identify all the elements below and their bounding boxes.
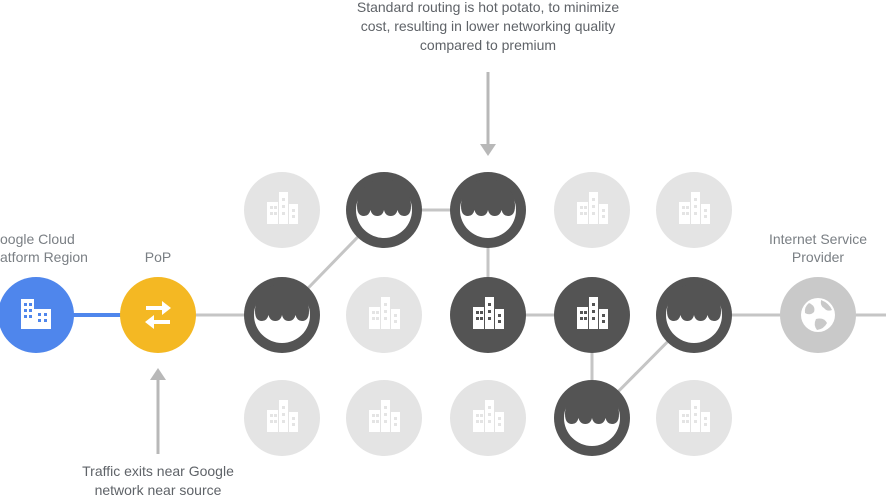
- isp-label-line1: Internet Service: [768, 231, 868, 247]
- building-icon: [21, 299, 51, 329]
- cloud-node: [450, 172, 526, 248]
- top-annotation-line1: Standard routing is hot potato, to minim…: [356, 0, 620, 15]
- inactive-node: [346, 277, 422, 353]
- active-building-node: [450, 277, 526, 353]
- bottom-annotation-line1: Traffic exits near Google: [82, 463, 234, 479]
- gcp-region-node: [0, 277, 74, 353]
- isp-node: [780, 277, 856, 353]
- bottom-annotation-line2: network near source: [94, 482, 222, 498]
- inactive-node: [244, 380, 320, 456]
- bottom-annotation: Traffic exits near Google network near s…: [40, 462, 276, 500]
- cloud-node: [554, 380, 630, 456]
- bottom-arrow: [150, 368, 166, 454]
- inactive-node: [554, 172, 630, 248]
- gcp-region-label: oogle Cloud atform Region: [0, 230, 88, 266]
- globe-icon: [801, 298, 835, 332]
- inactive-node: [346, 380, 422, 456]
- gcp-region-label-line2: atform Region: [0, 249, 88, 265]
- isp-label: Internet Service Provider: [748, 230, 886, 266]
- top-annotation-line2: cost, resulting in lower networking qual…: [360, 18, 616, 34]
- cloud-node: [656, 277, 732, 353]
- cloud-icon: [346, 172, 422, 248]
- pop-node: [120, 277, 196, 353]
- cloud-node: [346, 172, 422, 248]
- swap-arrows-icon: [145, 301, 171, 329]
- pop-label: PoP: [144, 249, 172, 265]
- cloud-icon: [656, 277, 732, 353]
- cloud-icon: [244, 277, 320, 353]
- isp-label-line2: Provider: [791, 249, 845, 265]
- inactive-node: [244, 172, 320, 248]
- inactive-node: [656, 172, 732, 248]
- active-building-node: [554, 277, 630, 353]
- cloud-node: [244, 277, 320, 353]
- top-annotation-line3: compared to premium: [419, 37, 557, 53]
- cloud-icon: [450, 172, 526, 248]
- cloud-icon: [554, 380, 630, 456]
- inactive-node: [450, 380, 526, 456]
- inactive-node: [656, 380, 732, 456]
- top-arrow: [480, 72, 496, 156]
- gcp-region-label-line1: oogle Cloud: [0, 231, 75, 247]
- top-annotation: Standard routing is hot potato, to minim…: [286, 0, 690, 55]
